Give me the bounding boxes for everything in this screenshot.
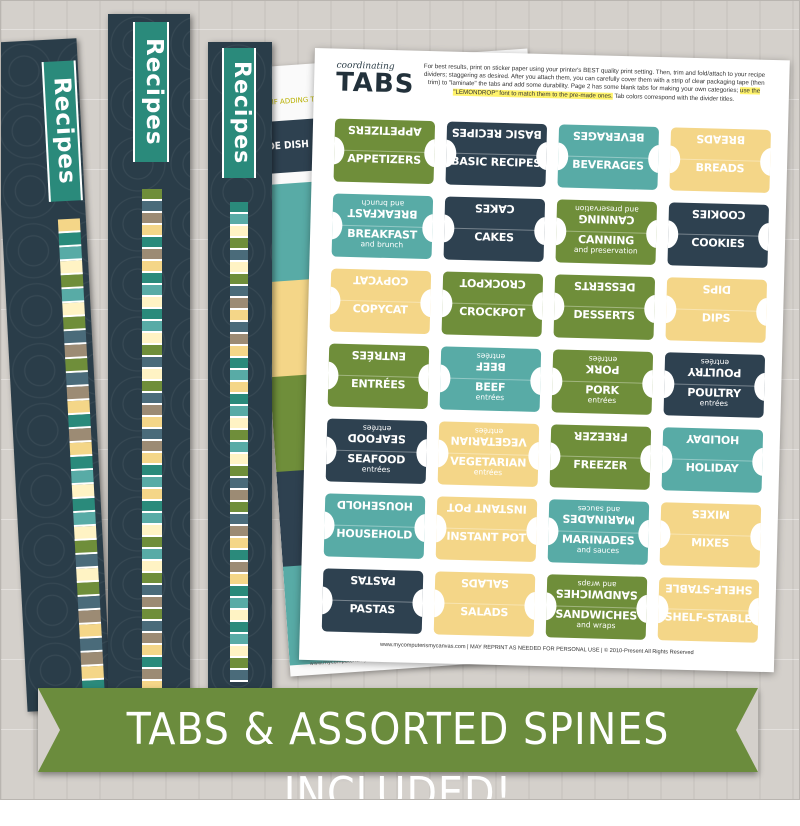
spine-3-ribbon: Recipes [222,48,256,178]
spine-2-ribbon: Recipes [133,22,169,162]
spine-3: Recipes [208,42,272,688]
frame-border [0,0,800,800]
spine-2-stripes [142,189,162,693]
spine-2: Recipes [108,14,190,694]
spine-3-stripes [230,202,248,682]
spine-2-label: Recipes [141,38,167,146]
spine-3-label: Recipes [229,61,254,165]
promo-banner: TABS & ASSORTED SPINES INCLUDED! [38,688,758,819]
